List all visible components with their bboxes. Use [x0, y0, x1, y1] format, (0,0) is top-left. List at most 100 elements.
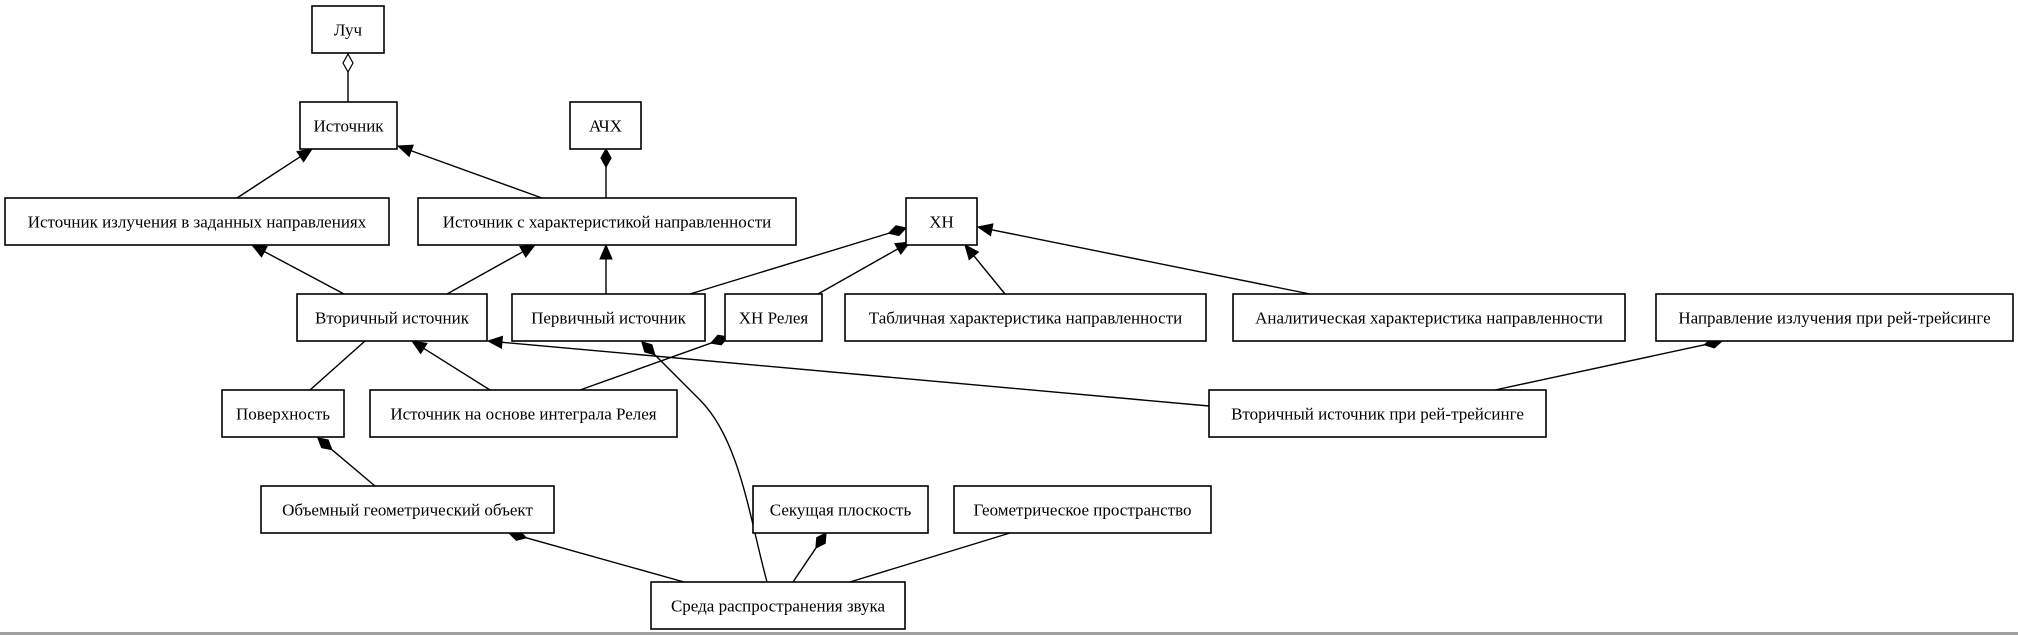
node-hn: ХН — [905, 197, 978, 246]
bottom-divider — [0, 632, 2018, 635]
edge-istochnik-to-luch-aggregation — [342, 52, 354, 102]
edge-perv-to-s_har-inheritance — [599, 243, 613, 294]
node-vtor_rt: Вторичный источник при рей-трейсинге — [1208, 389, 1547, 438]
node-box — [417, 197, 797, 246]
edge-line — [817, 248, 899, 295]
node-box — [299, 101, 398, 150]
arrowhead-icon — [250, 244, 268, 258]
node-pov: Поверхность — [221, 389, 345, 438]
edge-line — [654, 354, 768, 583]
node-box — [1655, 293, 2014, 342]
node-obj: Объемный геометрический объект — [260, 485, 555, 534]
edge-line — [236, 156, 301, 199]
node-box — [260, 485, 555, 534]
edge-line — [526, 537, 685, 583]
edge-vtor-to-s_har-inheritance — [446, 244, 537, 295]
node-label: Секущая плоскость — [770, 501, 912, 520]
filled-diamond-icon — [887, 225, 908, 237]
node-box — [752, 485, 929, 534]
edge-line — [410, 150, 543, 199]
node-box — [905, 197, 978, 246]
edge-line — [264, 250, 345, 295]
arrowhead-icon — [410, 340, 428, 355]
node-label: ХН Релея — [739, 309, 809, 328]
edge-s_har-to-ach-composition — [600, 147, 612, 198]
edge-sreda-to-sek-composition — [792, 531, 827, 583]
edge-line — [501, 341, 1210, 407]
node-box — [296, 293, 488, 342]
node-label: Табличная характеристика направленности — [869, 309, 1183, 328]
filled-diamond-icon — [815, 531, 827, 549]
edge-anal-to-hn-inheritance — [976, 223, 1311, 295]
node-anal: Аналитическая характеристика направленно… — [1232, 293, 1626, 342]
node-int_rel: Источник на основе интеграла Релея — [369, 389, 678, 438]
node-label: Среда распространения звука — [671, 597, 886, 616]
node-label: Направление излучения при рей-трейсинге — [1678, 309, 1990, 328]
node-box — [844, 293, 1207, 342]
node-box — [4, 197, 390, 246]
node-box — [569, 101, 642, 150]
filled-diamond-icon — [317, 437, 333, 451]
node-box — [369, 389, 678, 438]
node-box — [511, 293, 706, 342]
node-box — [724, 293, 823, 342]
node-label: Геометрическое пространство — [974, 501, 1192, 520]
filled-diamond-icon — [641, 341, 656, 356]
node-label: Источник — [313, 117, 384, 136]
node-luch: Луч — [311, 5, 385, 54]
edge-line — [423, 347, 491, 391]
edge-line — [331, 449, 376, 487]
edge-line — [309, 340, 366, 391]
edge-izl_zad-to-istochnik-inheritance — [236, 148, 314, 199]
edge-obj-to-pov-composition — [317, 437, 376, 487]
node-vtor: Вторичный источник — [296, 293, 488, 342]
node-label: Аналитическая характеристика направленно… — [1255, 309, 1603, 328]
node-label: Первичный источник — [531, 309, 687, 328]
edge-int_rel-to-hn_rel-composition — [579, 334, 730, 391]
edge-hn_rel-to-hn-inheritance — [817, 241, 912, 295]
node-box — [221, 389, 345, 438]
node-hn_rel: ХН Релея — [724, 293, 823, 342]
edge-sreda-to-obj-composition — [507, 529, 685, 583]
edge-vtor_rt-to-napr_rt-composition — [1494, 337, 1724, 391]
arrowhead-icon — [976, 223, 994, 237]
arrowhead-icon — [964, 244, 980, 261]
node-box — [1232, 293, 1626, 342]
node-label: Луч — [334, 21, 363, 40]
filled-diamond-icon — [709, 334, 730, 346]
edge-vtor_rt-to-vtor-inheritance — [486, 335, 1210, 407]
node-label: Вторичный источник — [315, 309, 470, 328]
arrowhead-icon — [296, 148, 314, 163]
node-geom: Геометрическое пространство — [953, 485, 1212, 534]
edge-sreda-to-geom-association — [849, 532, 1011, 583]
node-label: Источник на основе интеграла Релея — [390, 405, 656, 424]
filled-diamond-icon — [600, 147, 612, 169]
edge-tabl-to-hn-inheritance — [964, 244, 1006, 295]
node-sek: Секущая плоскость — [752, 485, 929, 534]
edge-s_har-to-istochnik-inheritance — [396, 144, 543, 199]
node-label: ХН — [929, 213, 954, 232]
node-label: Вторичный источник при рей-трейсинге — [1231, 405, 1524, 424]
edge-line — [689, 232, 889, 295]
edges-layer — [236, 52, 1724, 583]
node-label: Объемный геометрический объект — [282, 501, 533, 520]
arrowhead-icon — [519, 244, 537, 258]
node-box — [650, 581, 906, 630]
arrowhead-icon — [396, 144, 414, 158]
node-label: Поверхность — [236, 405, 330, 424]
node-tabl: Табличная характеристика направленности — [844, 293, 1207, 342]
edge-perv-to-hn-composition — [689, 225, 908, 295]
node-sreda: Среда распространения звука — [650, 581, 906, 630]
edge-line — [1494, 344, 1705, 391]
edge-line — [973, 255, 1006, 295]
edge-line — [991, 229, 1311, 295]
node-box — [1208, 389, 1547, 438]
arrowhead-icon — [599, 243, 613, 260]
node-box — [311, 5, 385, 54]
node-ach: АЧХ — [569, 101, 642, 150]
node-box — [953, 485, 1212, 534]
edge-int_rel-to-vtor-inheritance — [410, 340, 491, 391]
node-label: Источник с характеристикой направленност… — [443, 213, 772, 232]
